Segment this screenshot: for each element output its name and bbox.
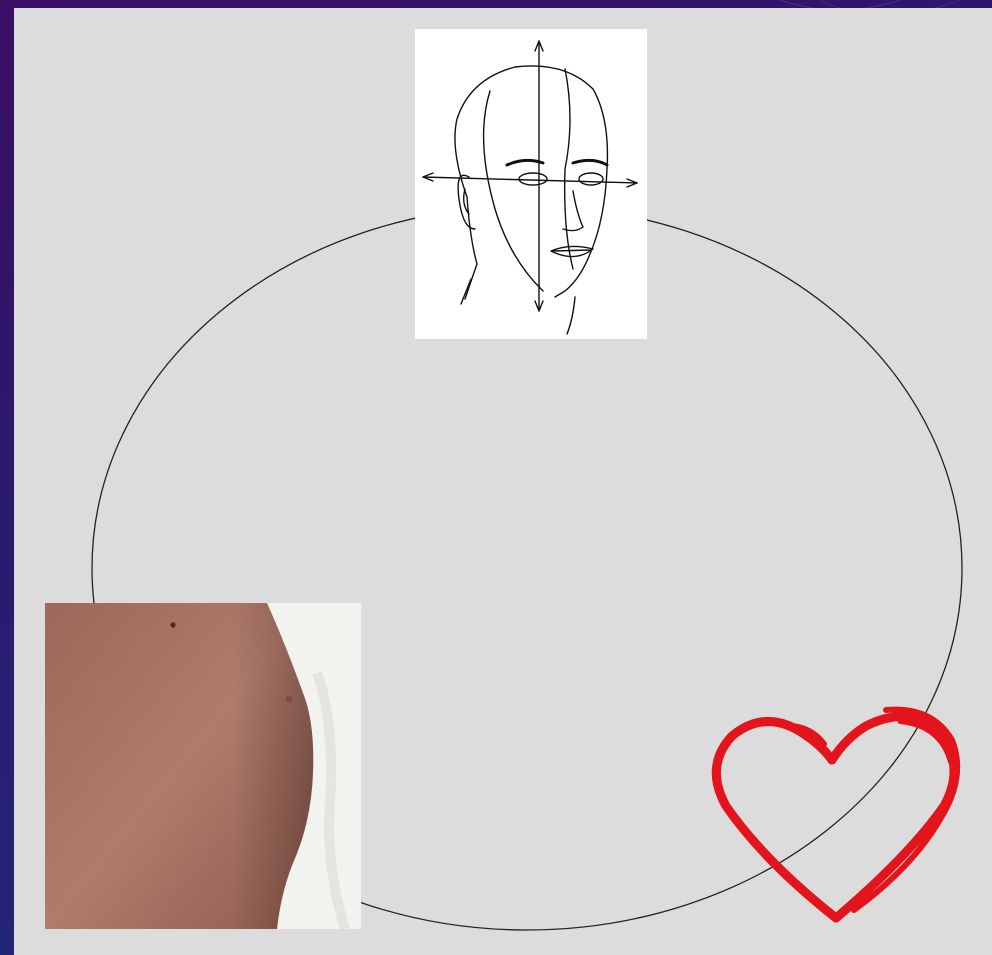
face-sketch-node [415, 29, 647, 339]
face-sketch-icon [415, 29, 647, 339]
pregnant-belly-node [45, 603, 361, 929]
heart-node [704, 696, 974, 936]
heart-icon [704, 696, 974, 936]
pregnant-belly-photo [45, 603, 361, 929]
diagram-canvas [14, 8, 992, 955]
